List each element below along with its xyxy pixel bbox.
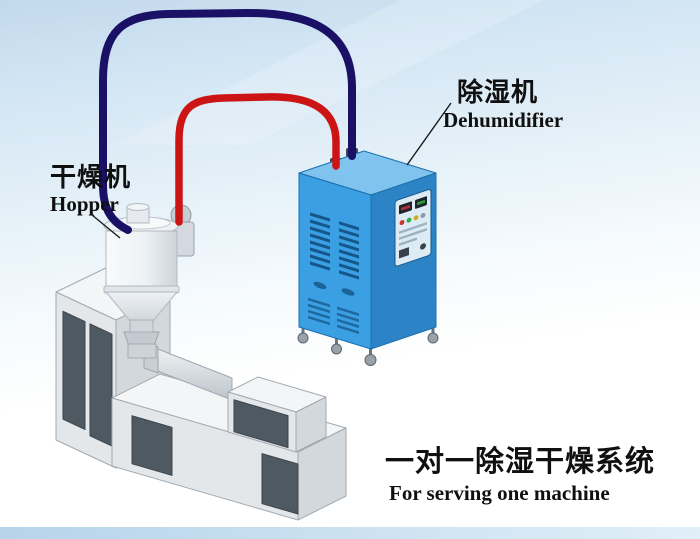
- dehumidifier-front-face: [298, 172, 372, 350]
- panel-button-yellow: [413, 215, 419, 221]
- body-door-2: [261, 453, 299, 515]
- supply-pipe: [99, 8, 356, 234]
- dehumidifier-leader-line: [406, 102, 452, 166]
- hopper-label-zh: 干燥机: [50, 163, 131, 192]
- hopper-label-en: Hopper: [50, 192, 119, 216]
- panel-button-gray: [420, 212, 426, 218]
- hopper-leader-line: [91, 214, 121, 239]
- hopper-body: [105, 230, 178, 293]
- caption-zh: 一对一除湿干燥系统: [385, 444, 655, 478]
- return-pipe: [175, 93, 340, 226]
- hopper-cap-top: [126, 203, 150, 211]
- dehumidifier-front-vents: [308, 212, 359, 334]
- bottom-band: [0, 527, 700, 539]
- extruder-mid-box: [227, 376, 327, 453]
- dehumidifier-control-panel: [394, 189, 432, 267]
- mid-box-door: [233, 399, 289, 449]
- dehumidifier-label-en: Dehumidifier: [443, 108, 563, 132]
- panel-button-red: [399, 219, 405, 226]
- cabinet-door-left: [62, 310, 86, 431]
- dehumidifier-label-zh: 除湿机: [457, 77, 538, 107]
- cabinet-door-right: [89, 323, 113, 447]
- hopper-outlet: [129, 319, 154, 333]
- body-doors: [131, 415, 299, 515]
- extruder-machine: [55, 265, 347, 521]
- panel-switch: [399, 247, 409, 259]
- body-door-1: [131, 415, 173, 476]
- hopper-dryer: [103, 203, 195, 333]
- feed-throat: [127, 343, 157, 359]
- background-streak: [115, 0, 545, 145]
- dehumidifier-casters: [297, 327, 439, 366]
- cabinet-doors: [62, 310, 113, 447]
- panel-button-green: [406, 217, 412, 223]
- caption-en: For serving one machine: [389, 481, 610, 505]
- dehumidifier-unit: [297, 148, 439, 366]
